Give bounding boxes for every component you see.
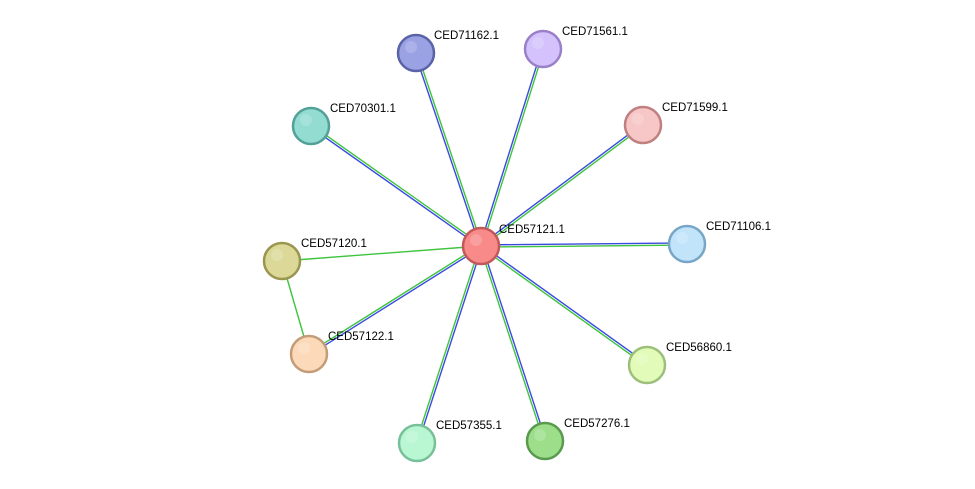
node-circle[interactable] <box>627 345 667 385</box>
node-circle[interactable] <box>289 334 329 374</box>
edge-line <box>311 124 483 246</box>
edge-line <box>479 48 543 246</box>
node-ced57122-1[interactable]: CED57122.1 <box>289 331 394 374</box>
edge-ced57121-1-ced56860-1 <box>479 244 649 367</box>
edge-line <box>309 126 481 248</box>
node-label: CED71599.1 <box>662 102 728 114</box>
node-highlight <box>676 232 688 244</box>
edge-line <box>309 246 482 356</box>
node-circle[interactable] <box>525 421 565 461</box>
edge-line <box>481 125 645 248</box>
edges-layer <box>281 48 688 444</box>
edge-line <box>416 52 483 246</box>
node-circle[interactable] <box>291 106 331 146</box>
node-circle[interactable] <box>396 33 436 73</box>
edge-line <box>308 244 481 354</box>
node-ced71599-1[interactable]: CED71599.1 <box>623 102 728 145</box>
node-label: CED57355.1 <box>436 420 502 432</box>
node-ced71162-1[interactable]: CED71162.1 <box>396 30 499 73</box>
node-ced71106-1[interactable]: CED71106.1 <box>667 221 771 264</box>
node-label: CED71106.1 <box>706 221 771 233</box>
node-ced57355-1[interactable]: CED57355.1 <box>397 420 502 463</box>
edge-ced57121-1-ced57122-1 <box>308 244 482 356</box>
node-circle[interactable] <box>397 423 437 463</box>
node-label: CED71162.1 <box>434 30 499 42</box>
node-label: CED57120.1 <box>301 238 367 250</box>
edge-ced57121-1-ced71561-1 <box>479 48 545 247</box>
edge-ced57121-1-ced57355-1 <box>415 245 483 444</box>
node-label: CED57276.1 <box>564 418 630 430</box>
edge-line <box>479 246 647 367</box>
edge-line <box>414 53 481 247</box>
node-circle[interactable] <box>667 224 707 264</box>
edge-ced57121-1-ced71162-1 <box>414 52 483 247</box>
edge-ced57121-1-ced71599-1 <box>479 123 645 248</box>
edge-line <box>417 246 483 444</box>
edge-line <box>481 244 649 365</box>
edge-line <box>281 245 482 262</box>
node-circle[interactable] <box>262 241 302 281</box>
node-circle[interactable] <box>623 105 663 145</box>
node-highlight <box>532 37 544 49</box>
edge-line <box>480 242 687 246</box>
node-ced56860-1[interactable]: CED56860.1 <box>627 342 732 385</box>
node-label: CED70301.1 <box>330 103 396 115</box>
edge-line <box>481 244 688 248</box>
node-highlight <box>632 113 644 125</box>
edge-line <box>481 49 545 247</box>
node-ced57276-1[interactable]: CED57276.1 <box>525 418 630 461</box>
node-highlight <box>470 234 482 246</box>
edge-line <box>481 245 547 441</box>
node-circle[interactable] <box>523 29 563 69</box>
edge-line <box>415 245 481 443</box>
node-highlight <box>405 41 417 53</box>
node-label: CED56860.1 <box>666 342 732 354</box>
edge-ced57121-1-ced57120-1 <box>281 245 482 262</box>
edge-ced57121-1-ced70301-1 <box>309 124 483 248</box>
node-highlight <box>636 353 648 365</box>
node-ced57120-1[interactable]: CED57120.1 <box>262 238 367 281</box>
nodes-layer: CED57121.1 CED71162.1 CED71561.1CED70301.1… <box>262 26 771 463</box>
edge-line <box>479 123 643 246</box>
node-highlight <box>271 249 283 261</box>
node-ced70301-1[interactable]: CED70301.1 <box>291 103 396 146</box>
node-highlight <box>406 431 418 443</box>
node-ced57121-1[interactable]: CED57121.1 <box>461 224 565 266</box>
node-label: CED57121.1 <box>499 224 565 236</box>
node-highlight <box>300 114 312 126</box>
node-highlight <box>534 429 546 441</box>
node-label: CED57122.1 <box>328 331 394 343</box>
node-highlight <box>298 342 310 354</box>
node-circle[interactable] <box>461 226 501 266</box>
node-ced71561-1[interactable]: CED71561.1 <box>523 26 628 69</box>
edge-line <box>479 246 545 442</box>
node-label: CED71561.1 <box>562 26 628 38</box>
edge-ced57121-1-ced57276-1 <box>479 245 547 442</box>
edge-ced57121-1-ced71106-1 <box>480 242 688 248</box>
